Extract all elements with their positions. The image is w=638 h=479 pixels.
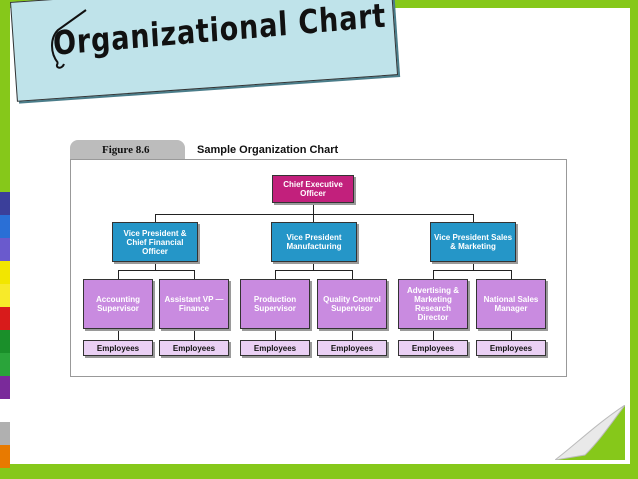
connector-line xyxy=(313,203,314,215)
org-node-manager: Production Supervisor xyxy=(240,279,310,329)
connector-line xyxy=(275,329,276,340)
checkmark-icon xyxy=(51,9,87,69)
connector-line xyxy=(275,270,352,271)
connector-line xyxy=(155,262,156,270)
org-node-ceo: Chief Executive Officer xyxy=(272,175,354,203)
connector-line xyxy=(313,262,314,270)
org-node-employees: Employees xyxy=(317,340,387,356)
figure-label: Figure 8.6 xyxy=(102,144,150,156)
connector-line xyxy=(275,270,276,279)
org-node-manager: National Sales Manager xyxy=(476,279,546,329)
connector-line xyxy=(433,329,434,340)
org-node-employees: Employees xyxy=(159,340,229,356)
org-node-manager: Assistant VP — Finance xyxy=(159,279,229,329)
connector-line xyxy=(473,214,474,222)
connector-line xyxy=(313,214,314,222)
figure-title: Sample Organization Chart xyxy=(197,144,339,156)
org-node-manager: Advertising & Marketing Research Directo… xyxy=(398,279,468,329)
connector-line xyxy=(433,270,511,271)
org-node-employees: Employees xyxy=(476,340,546,356)
page-curl-icon xyxy=(555,405,625,460)
connector-line xyxy=(194,329,195,340)
connector-line xyxy=(155,214,473,215)
connector-line xyxy=(155,214,156,222)
org-node-employees: Employees xyxy=(398,340,468,356)
connector-line xyxy=(511,329,512,340)
org-node-manager: Accounting Supervisor xyxy=(83,279,153,329)
figure-tab xyxy=(70,140,185,160)
connector-line xyxy=(352,270,353,279)
org-node-vp: Vice President & Chief Financial Officer xyxy=(112,222,198,262)
org-node-employees: Employees xyxy=(83,340,153,356)
org-node-employees: Employees xyxy=(240,340,310,356)
org-node-vp: Vice President Manufacturing xyxy=(271,222,357,262)
connector-line xyxy=(433,270,434,279)
connector-line xyxy=(473,262,474,270)
connector-line xyxy=(352,329,353,340)
connector-line xyxy=(118,270,119,279)
connector-line xyxy=(118,270,194,271)
connector-line xyxy=(118,329,119,340)
connector-line xyxy=(511,270,512,279)
connector-line xyxy=(194,270,195,279)
org-node-manager: Quality Control Supervisor xyxy=(317,279,387,329)
color-strip xyxy=(0,192,10,479)
org-node-vp: Vice President Sales & Marketing xyxy=(430,222,516,262)
